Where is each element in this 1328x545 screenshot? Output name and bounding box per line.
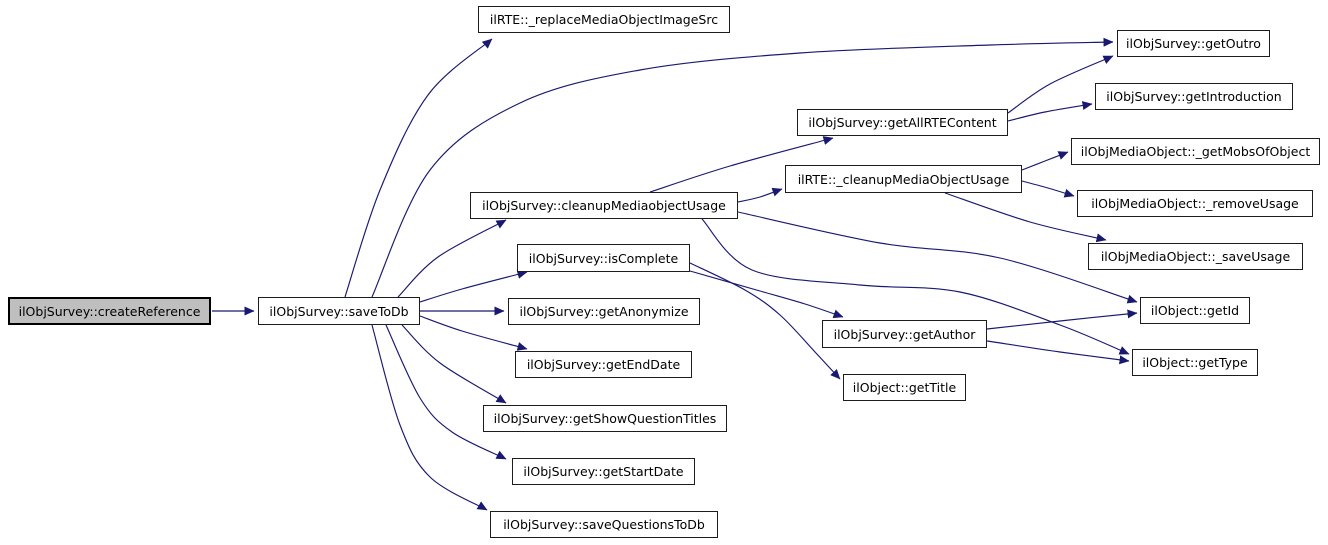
node-cleanupMediaobjectUsage[interactable]: ilObjSurvey::cleanupMediaobjectUsage — [470, 192, 738, 219]
edge-isComplete-to-getAuthor — [689, 270, 844, 319]
node-getAuthor[interactable]: ilObjSurvey::getAuthor — [822, 320, 987, 348]
node-removeUsage[interactable]: ilObjMediaObject::_removeUsage — [1077, 190, 1313, 217]
node-getMobsOfObject[interactable]: ilObjMediaObject::_getMobsOfObject — [1071, 138, 1320, 165]
edge-getAllRTEContent-to-getIntroduction — [1007, 101, 1093, 122]
edge-saveToDb-to-getShowQuestionTitles — [401, 324, 507, 404]
edge-saveToDb-to-replaceMediaObjectImageSrc — [344, 38, 493, 298]
node-replaceMediaObjectImageSrc[interactable]: ilRTE::_replaceMediaObjectImageSrc — [478, 6, 730, 33]
node-getTitle[interactable]: ilObject::getTitle — [843, 374, 966, 401]
node-isComplete[interactable]: ilObjSurvey::isComplete — [517, 244, 690, 272]
node-saveUsage[interactable]: ilObjMediaObject::_saveUsage — [1088, 243, 1303, 270]
edge-isComplete-to-getTitle — [689, 262, 841, 380]
node-saveToDb[interactable]: ilObjSurvey::saveToDb — [258, 297, 420, 325]
node-getShowQuestionTitles[interactable]: ilObjSurvey::getShowQuestionTitles — [483, 405, 727, 432]
edge-saveToDb-to-cleanupMediaobjectUsage — [397, 219, 507, 298]
node-saveQuestionsToDb[interactable]: ilObjSurvey::saveQuestionsToDb — [490, 511, 718, 538]
edge-getAllRTEContent-to-getOutro — [1007, 55, 1114, 114]
node-cleanupMediaObjectUsageRTE[interactable]: ilRTE::_cleanupMediaObjectUsage — [785, 165, 1022, 193]
edge-saveToDb-to-getOutro — [371, 37, 1114, 298]
edge-cleanupMediaobjectUsage-to-cleanupMediaObjectUsageRTE — [737, 187, 783, 203]
edge-cleanupMediaobjectUsage-to-getId — [737, 211, 1138, 304]
edge-getAuthor-to-getType — [986, 340, 1130, 365]
edge-saveToDb-to-saveQuestionsToDb — [371, 324, 488, 511]
node-getEndDate[interactable]: ilObjSurvey::getEndDate — [515, 351, 692, 378]
node-getType[interactable]: ilObject::getType — [1132, 349, 1258, 376]
node-createReference[interactable]: ilObjSurvey::createReference — [8, 297, 211, 325]
edge-cleanupMediaobjectUsage-to-getAllRTEContent — [649, 136, 834, 193]
edge-cleanupMediaObjectUsageRTE-to-removeUsage — [1021, 180, 1075, 198]
node-getId[interactable]: ilObject::getId — [1140, 297, 1250, 324]
node-getIntroduction[interactable]: ilObjSurvey::getIntroduction — [1095, 83, 1293, 110]
edge-saveToDb-to-getStartDate — [385, 324, 507, 460]
edge-saveToDb-to-isComplete — [419, 270, 528, 303]
edge-cleanupMediaObjectUsageRTE-to-getMobsOfObject — [1021, 151, 1069, 171]
node-getAnonymize[interactable]: ilObjSurvey::getAnonymize — [508, 298, 700, 325]
node-getStartDate[interactable]: ilObjSurvey::getStartDate — [512, 458, 695, 485]
node-getOutro[interactable]: ilObjSurvey::getOutro — [1117, 30, 1270, 57]
edge-cleanupMediaObjectUsageRTE-to-saveUsage — [944, 192, 1107, 243]
edge-saveToDb-to-getEndDate — [419, 315, 528, 351]
node-getAllRTEContent[interactable]: ilObjSurvey::getAllRTEContent — [797, 109, 1008, 136]
edge-getAuthor-to-getId — [986, 309, 1138, 330]
edge-cleanupMediaobjectUsage-to-getType — [701, 218, 1130, 355]
